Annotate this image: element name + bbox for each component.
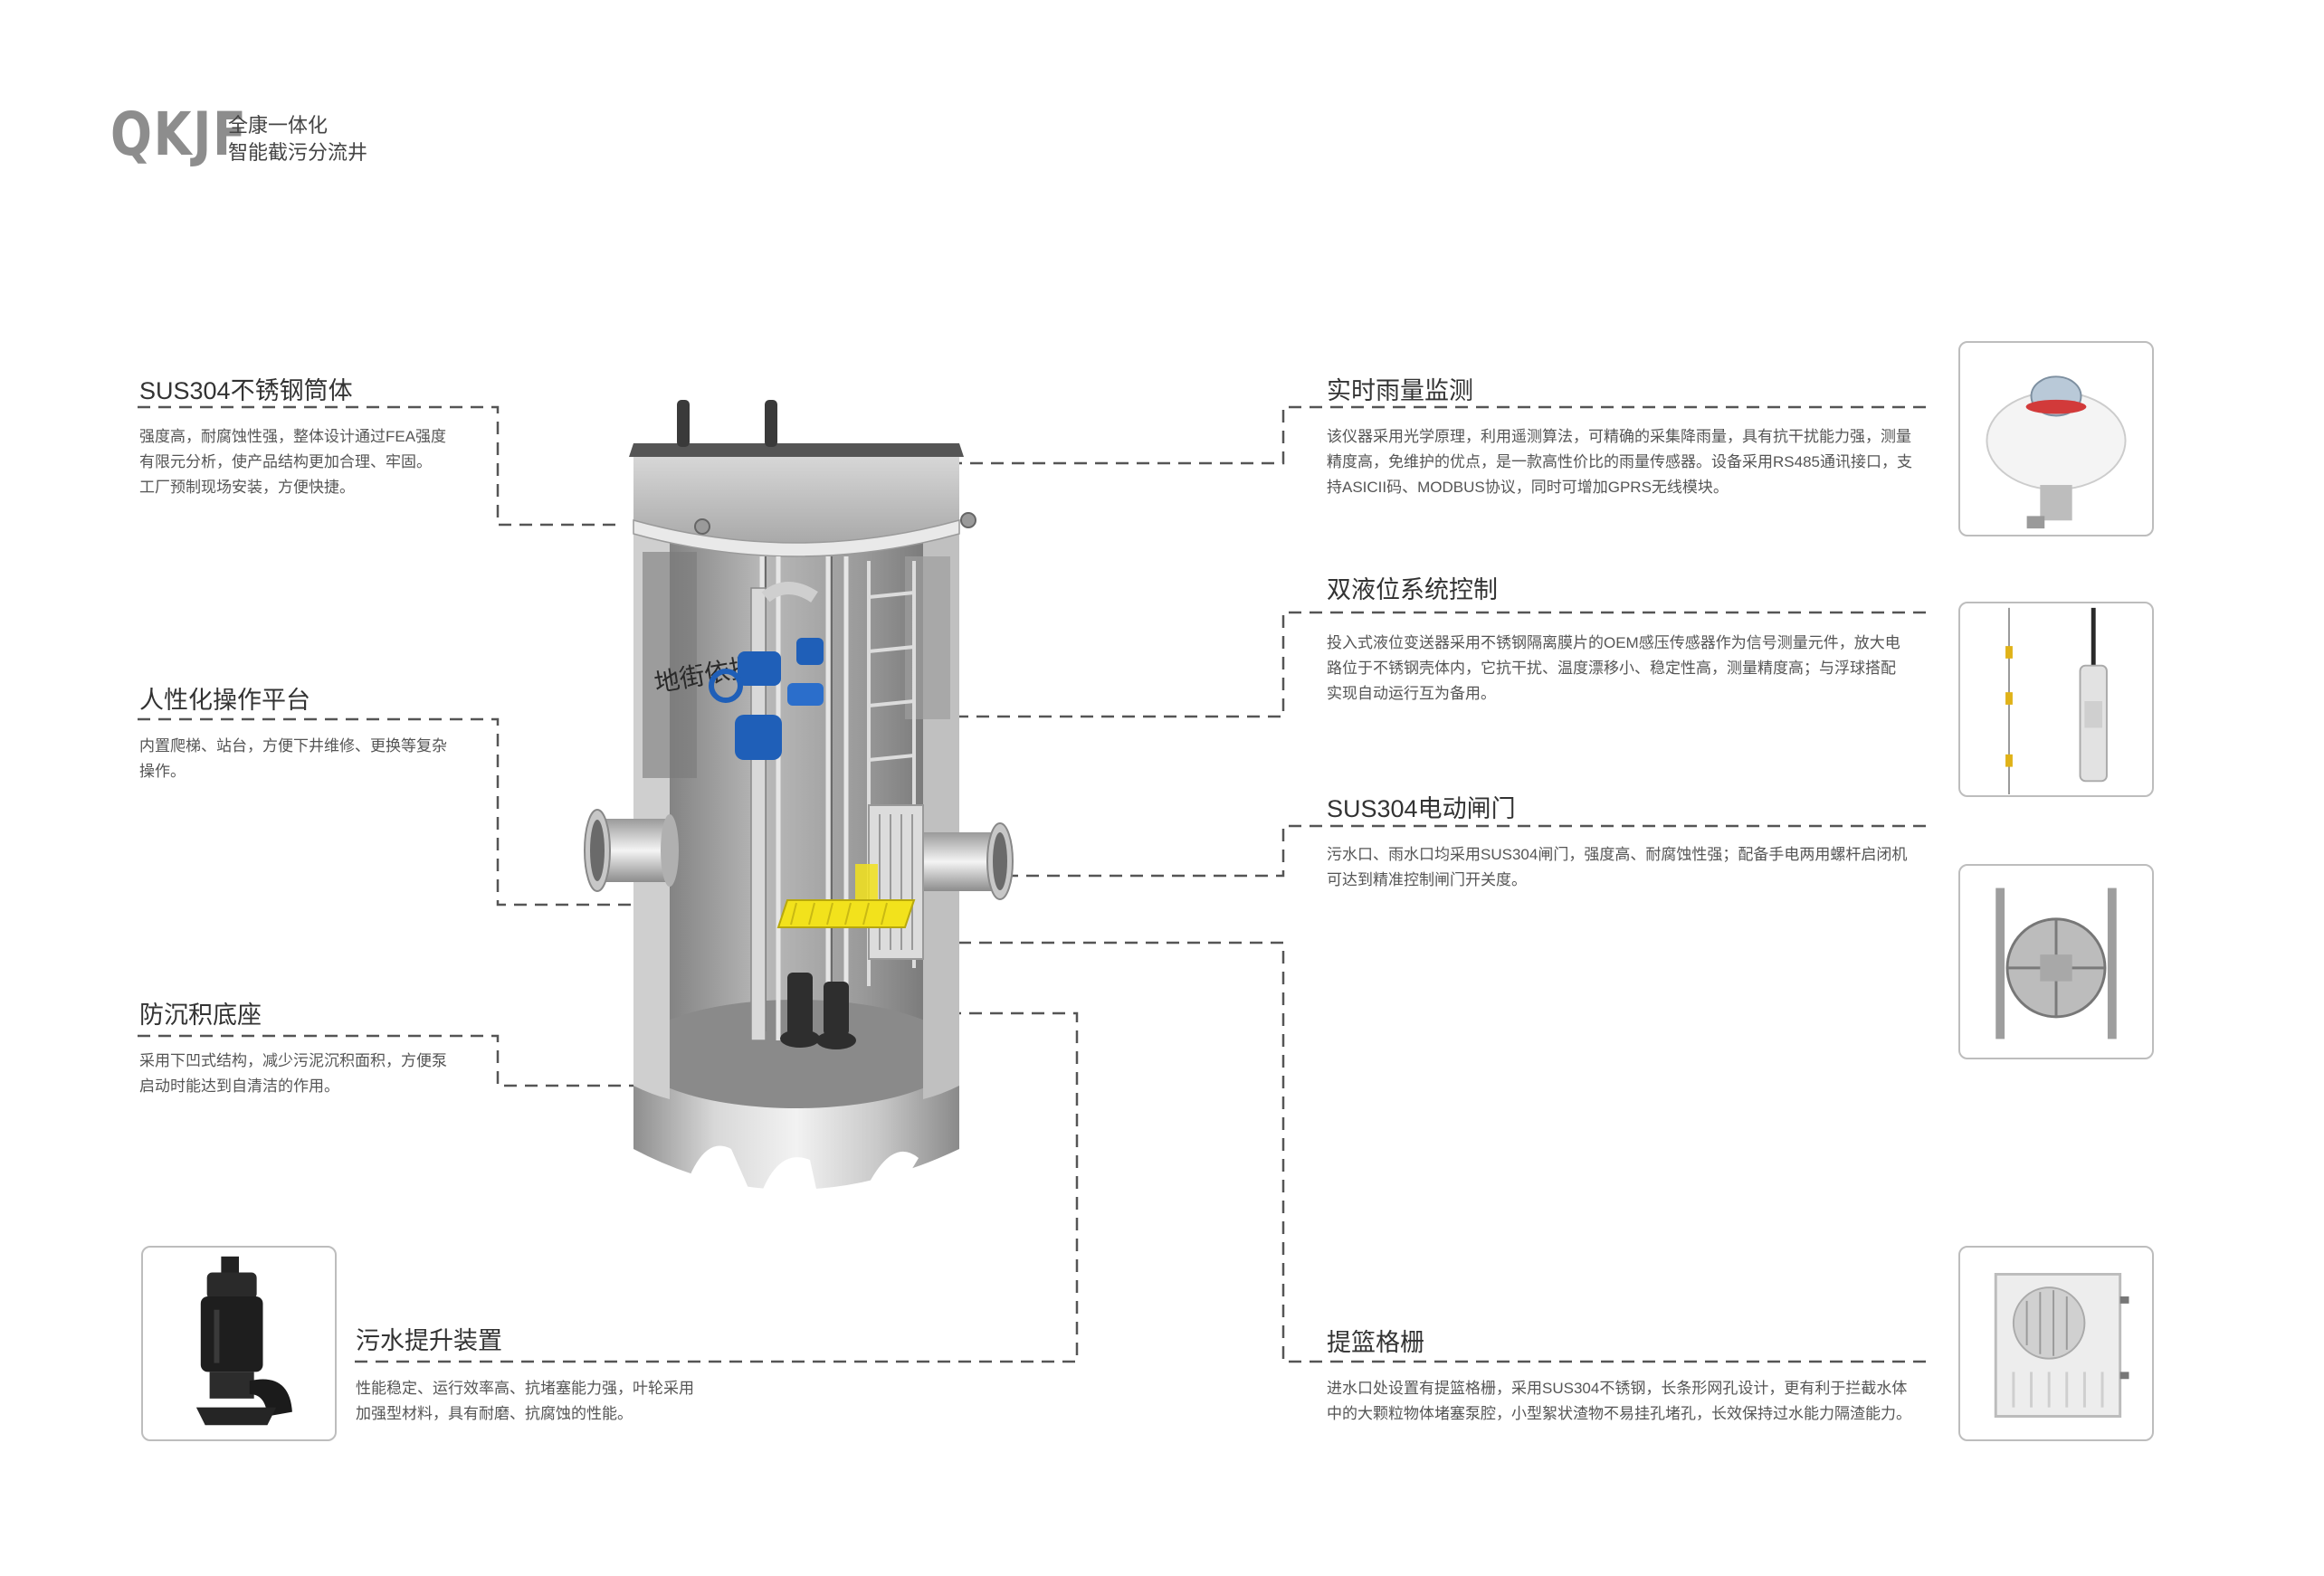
pump-text-1: 性能稳定、运行效率高、抗堵塞能力强，叶轮采用 — [356, 1380, 694, 1397]
level-text-1: 投入式液位变送器采用不锈钢隔离膜片的OEM感压传感器作为信号测量元件，放大电 — [1327, 634, 1900, 651]
leader-gate — [982, 824, 1926, 878]
pump-title: 污水提升装置 — [356, 1327, 502, 1354]
top-lid — [629, 443, 964, 457]
level-text-2: 路位于不锈钢壳体内，它抗干扰、温度漂移小、稳定性高，测量精度高；与浮球搭配 — [1327, 660, 1896, 677]
thumb-rain-sensor — [1958, 341, 2154, 536]
rain-text-2: 精度高，免维护的优点，是一款高性价比的雨量传感器。设备采用RS485通讯接口，支 — [1327, 453, 1912, 470]
base-arch-right — [864, 1151, 919, 1192]
top-chamber — [633, 452, 959, 543]
leader-basket — [937, 941, 1926, 1363]
vent-pipe-left — [677, 400, 690, 447]
discharge-pipe — [750, 587, 767, 1041]
tank-floor — [633, 1000, 959, 1108]
outlet-pipe-right — [923, 822, 1014, 900]
gate-title: SUS304电动闸门 — [1327, 795, 1516, 822]
gate-text-2: 可达到精准控制闸门开关度。 — [1327, 871, 1527, 888]
tagline-line-1: 全康一体化 — [228, 114, 329, 137]
rain-title: 实时雨量监测 — [1327, 377, 1473, 404]
blue-valves — [709, 638, 824, 760]
section-pump: 污水提升装置 性能稳定、运行效率高、抗堵塞能力强，叶轮采用 加强型材料，具有耐磨… — [356, 1321, 694, 1427]
platform-text-2: 操作。 — [139, 763, 186, 780]
thumb-pump — [141, 1246, 337, 1441]
base-text-1: 采用下凹式结构，减少污泥沉积面积，方便泵 — [139, 1052, 447, 1069]
rain-text-1: 该仪器采用光学原理，利用遥测算法，可精确的采集降雨量，具有抗干扰能力强，测量 — [1327, 428, 1911, 445]
tagline-line-2: 智能截污分流井 — [228, 141, 368, 164]
tank-rim — [633, 519, 960, 557]
interior-panel-right — [905, 556, 950, 719]
platform-text-1: 内置爬梯、站台，方便下井维修、更换等复杂 — [139, 737, 447, 755]
thumb-gate — [1958, 864, 2154, 1059]
base-title: 防沉积底座 — [139, 1002, 262, 1029]
section-gate: SUS304电动闸门 污水口、雨水口均采用SUS304闸门，强度高、耐腐蚀性强；… — [1327, 789, 1907, 893]
level-text-3: 实现自动运行互为备用。 — [1327, 685, 1496, 702]
leader-rain — [955, 405, 1926, 465]
level-title: 双液位系统控制 — [1327, 576, 1498, 603]
leader-level — [955, 611, 1926, 718]
platform-title: 人性化操作平台 — [139, 687, 310, 714]
sewage-pump-icon — [195, 1256, 292, 1426]
tank-body-text-1: 强度高，耐腐蚀性强，整体设计通过FEA强度 — [139, 428, 447, 445]
rain-sensor-icon — [1986, 375, 2127, 529]
section-basket: 提篮格栅 进水口处设置有提篮格栅，采用SUS304不锈钢，长条形网孔设计，更有利… — [1327, 1323, 1911, 1427]
base-arch-mid — [760, 1157, 819, 1201]
float-cluster — [855, 864, 878, 900]
leader-base — [138, 1034, 715, 1087]
pump-text-2: 加强型材料，具有耐磨、抗腐蚀的性能。 — [356, 1405, 633, 1422]
basket-title: 提篮格栅 — [1327, 1329, 1424, 1356]
sluice-gate-icon — [1995, 888, 2117, 1040]
tank-body-text-3: 工厂预制现场安装，方便快捷。 — [139, 479, 355, 496]
yellow-platform — [776, 899, 916, 928]
section-tank-body: SUS304不锈钢筒体 强度高，耐腐蚀性强，整体设计通过FEA强度 有限元分析，… — [139, 371, 446, 500]
basket-text-2: 中的大颗粒物体堵塞泵腔，小型絮状渣物不易挂孔堵孔，长效保持过水能力隔渣能力。 — [1327, 1405, 1911, 1422]
brand-logo: QKJF — [110, 100, 248, 169]
section-base: 防沉积底座 采用下凹式结构，减少污泥沉积面积，方便泵 启动时能达到自清洁的作用。 — [139, 995, 447, 1099]
lifting-eye-left — [694, 518, 710, 535]
base-arch-left — [688, 1145, 751, 1194]
tank-body-title: SUS304不锈钢筒体 — [139, 377, 353, 404]
thumb-level-sensor — [1958, 602, 2154, 797]
submersible-pumps — [780, 973, 856, 1049]
inlet-pipe-left — [584, 809, 679, 892]
leader-pump — [355, 1011, 1079, 1363]
interior-panel-left — [643, 552, 697, 778]
rain-text-3: 持ASICII码、MODBUS协议，同时可增加GPRS无线模块。 — [1327, 479, 1729, 496]
vent-pipe-right — [765, 400, 777, 447]
section-platform: 人性化操作平台 内置爬梯、站台，方便下井维修、更换等复杂 操作。 — [139, 680, 447, 784]
basket-screen-icon — [1994, 1272, 2129, 1418]
tank-body-text-2: 有限元分析，使产品结构更加合理、牢固。 — [139, 453, 432, 470]
base-text-2: 启动时能达到自清洁的作用。 — [139, 1078, 339, 1095]
gate-text-1: 污水口、雨水口均采用SUS304闸门，强度高、耐腐蚀性强；配备手电两用螺杆启闭机 — [1327, 846, 1908, 863]
leader-tank-body — [138, 405, 615, 527]
section-level: 双液位系统控制 投入式液位变送器采用不锈钢隔离膜片的OEM感压传感器作为信号测量… — [1327, 570, 1900, 707]
brand-tagline: 全康一体化 智能截污分流井 — [228, 112, 367, 166]
section-rain: 实时雨量监测 该仪器采用光学原理，利用遥测算法，可精确的采集降雨量，具有抗干扰能… — [1327, 371, 1912, 500]
basket-text-1: 进水口处设置有提篮格栅，采用SUS304不锈钢，长条形网孔设计，更有利于拦截水体 — [1327, 1380, 1908, 1397]
discharge-elbow — [761, 582, 818, 603]
lifting-eye-right — [960, 512, 976, 528]
thumb-basket — [1958, 1246, 2154, 1441]
level-sensor-icon — [2005, 607, 2108, 795]
